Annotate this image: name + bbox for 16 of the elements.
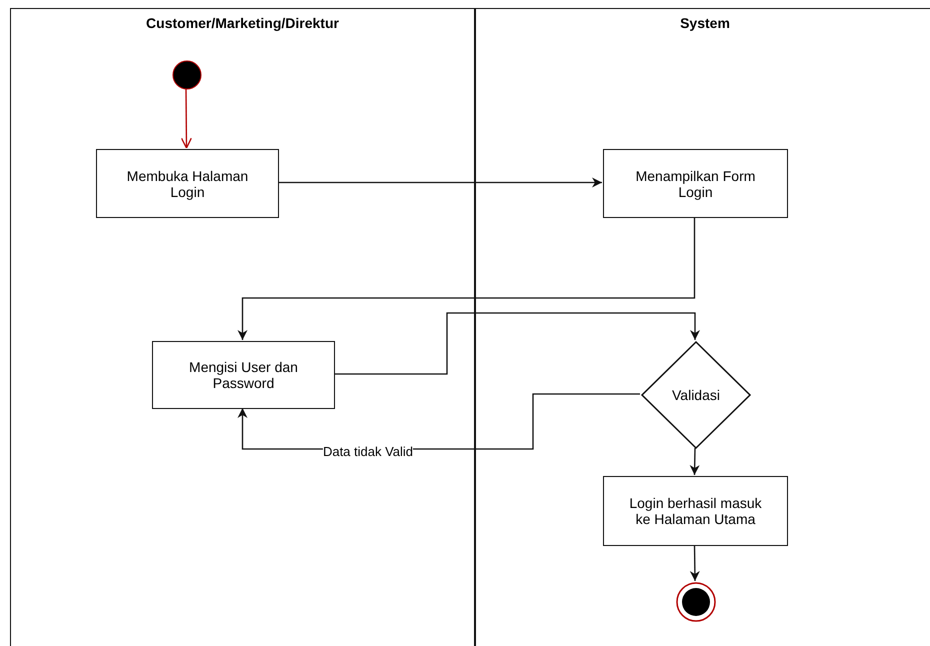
arrow [690, 448, 700, 476]
activity-box: Menampilkan Form Login [603, 149, 788, 218]
swimlane [475, 8, 930, 646]
activity-box: Login berhasil masuk ke Halaman Utama [603, 476, 788, 546]
swimlane [10, 8, 475, 646]
arrow [334, 312, 700, 375]
activity-box: Mengisi User dan Password [152, 341, 335, 409]
activity-box: Membuka Halaman Login [96, 149, 279, 218]
arrow [180, 89, 192, 149]
arrow [278, 178, 602, 188]
decision-diamond: Validasi [641, 341, 751, 449]
lane-title: System [679, 15, 731, 31]
arrow [690, 545, 700, 581]
lane-title: Customer/Marketing/Direktur [145, 15, 340, 31]
edge-label: Data tidak Valid [322, 444, 414, 460]
arrow [238, 217, 696, 340]
